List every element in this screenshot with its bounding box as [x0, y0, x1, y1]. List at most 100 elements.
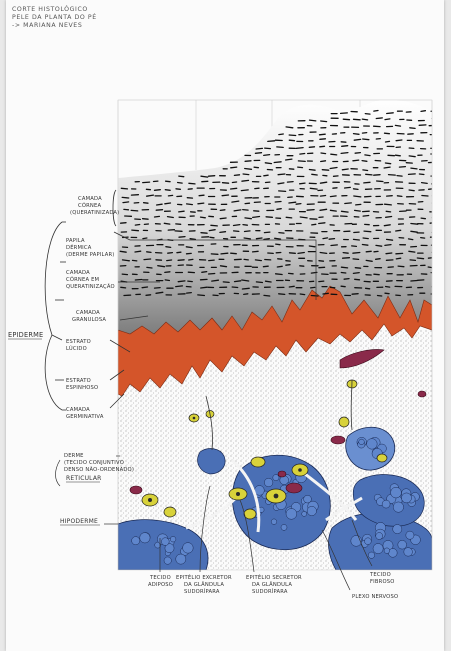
keratin-dash [397, 176, 402, 177]
keratin-dash [355, 279, 360, 280]
keratin-dash [343, 258, 350, 259]
keratin-dash [298, 161, 305, 162]
keratin-dash [395, 125, 400, 126]
keratin-dash [432, 233, 437, 234]
keratin-dash [147, 252, 151, 253]
keratin-dash [352, 246, 357, 247]
keratin-dash [385, 245, 391, 246]
keratin-dash [121, 223, 126, 224]
keratin-dash [188, 281, 193, 282]
keratin-dash [212, 280, 219, 281]
keratin-dash [199, 195, 204, 196]
label-papila-3: (DERME PAPILAR) [66, 252, 115, 258]
label-epiderme: EPIDERME [8, 331, 43, 339]
keratin-dash [311, 287, 315, 288]
keratin-dash [264, 295, 270, 296]
adipocyte [384, 548, 390, 554]
keratin-dash [353, 253, 360, 254]
keratin-dash [396, 258, 400, 259]
keratin-dash [353, 160, 359, 161]
label-tecido-adiposo-2: ADIPOSO [148, 582, 173, 588]
keratin-dash [234, 231, 239, 232]
keratin-dash [178, 183, 183, 184]
keratin-dash [231, 253, 237, 254]
keratin-dash [245, 169, 252, 170]
keratin-dash [355, 153, 360, 154]
label-derme-1: DERME [64, 453, 84, 459]
keratin-dash [320, 139, 326, 140]
keratin-dash [131, 210, 138, 211]
keratin-dash [376, 118, 382, 119]
heading-underlines [8, 339, 100, 525]
adipocyte [264, 478, 273, 487]
adipocyte [302, 511, 307, 516]
label-derme-4: RETICULAR [66, 475, 102, 482]
keratin-dash [363, 139, 369, 140]
keratin-dash [243, 174, 249, 175]
keratin-dash [144, 259, 151, 260]
keratin-dash [374, 111, 378, 112]
keratin-dash [345, 203, 352, 204]
keratin-dash [166, 181, 171, 182]
keratin-dash [286, 217, 292, 218]
keratin-dash [209, 260, 215, 261]
keratin-dash [290, 253, 296, 254]
label-derme-3: DENSO NÃO-ORDENADO) [64, 466, 134, 473]
keratin-dash [255, 260, 261, 261]
keratin-dash [255, 153, 261, 154]
keratin-dash [276, 244, 280, 245]
keratin-dash [279, 134, 284, 135]
keratin-dash [352, 294, 358, 295]
keratin-dash [366, 288, 370, 289]
keratin-dash [385, 119, 390, 120]
keratin-dash [165, 272, 170, 273]
adipocyte [304, 495, 312, 503]
keratin-dash [298, 253, 304, 254]
keratin-dash [135, 251, 141, 252]
keratin-dash [232, 182, 236, 183]
keratin-dash [132, 230, 139, 231]
label-camada-cornea-2: CÓRNEA [78, 202, 101, 209]
keratin-dash [342, 146, 348, 147]
keratin-dash [353, 259, 359, 260]
keratin-dash [144, 203, 148, 204]
keratin-dash [385, 133, 390, 134]
keratin-dash [186, 247, 192, 248]
keratin-dash [421, 218, 425, 219]
keratin-dash [253, 217, 260, 218]
keratin-dash [201, 217, 206, 218]
keratin-dash [378, 296, 382, 297]
keratin-dash [222, 195, 228, 196]
keratin-dash [396, 230, 401, 231]
keratin-dash [385, 293, 389, 294]
keratin-dash [376, 245, 382, 246]
keratin-dash [311, 296, 318, 297]
label-plexo-nervoso: PLEXO NERVOSO [352, 594, 398, 600]
keratin-dash [422, 183, 428, 184]
adipocyte [368, 552, 374, 558]
adipocyte [164, 557, 171, 564]
keratin-dash [362, 245, 368, 246]
keratin-dash [409, 156, 415, 157]
keratin-dash [344, 279, 349, 280]
keratin-dash [354, 239, 360, 240]
keratin-dash [366, 260, 372, 261]
keratin-dash [221, 253, 228, 254]
keratin-dash [242, 288, 249, 289]
keratin-dash [166, 247, 171, 248]
label-camada-cornea2-1: CAMADA [66, 270, 90, 276]
keratin-dash [354, 189, 359, 190]
keratin-dash [341, 267, 347, 268]
keratin-dash [289, 202, 296, 203]
keratin-dash [353, 273, 359, 274]
keratin-dash [410, 260, 415, 261]
keratin-dash [396, 155, 401, 156]
keratin-dash [307, 210, 314, 211]
keratin-dash [341, 153, 348, 154]
keratin-dash [245, 161, 251, 162]
keratin-dash [244, 294, 248, 295]
label-papila-1: PAPILA [66, 238, 85, 244]
adipocyte [281, 524, 287, 530]
label-derme-2: (TECIDO CONJUNTIVO [64, 460, 124, 466]
keratin-dash [411, 231, 417, 232]
